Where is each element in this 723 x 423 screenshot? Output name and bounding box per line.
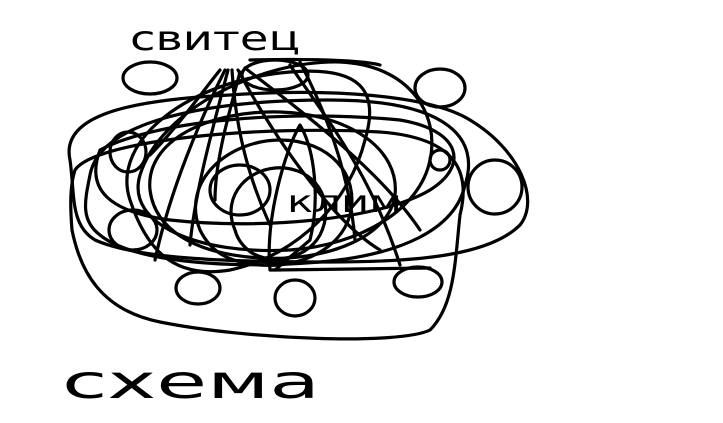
fan-line-2 [188,68,230,247]
node-oval-center-left [208,163,272,217]
bottom-label: схема [62,355,320,409]
outer-loop-4 [94,114,456,226]
fan-line-7 [298,60,357,242]
fan-line-10 [213,70,242,202]
outer-loop-3 [69,128,465,341]
outer-loop-2 [83,98,471,267]
node-oval-right [466,158,524,216]
node-oval-bottom-left [174,270,222,306]
top-label: свитец [130,19,300,59]
scribble-diagram [67,57,530,341]
center-label: клим [287,185,402,220]
inner-loop-5 [267,123,317,272]
node-oval-center-right [428,148,452,172]
node-oval-left [108,130,148,174]
fan-line-5 [243,66,422,232]
node-oval-bottom-middle [273,278,317,318]
node-oval-top-middle [240,58,310,92]
node-oval-top-left [121,60,179,96]
fan-line-1 [153,68,227,262]
fan-line-8 [148,68,222,157]
node-oval-bottom-right [392,265,444,299]
node-oval-left-lower [107,208,159,252]
fan-line-4 [236,68,382,252]
outer-loop-5 [125,69,372,274]
inner-loop-2 [193,138,354,267]
node-oval-top-right [413,67,467,109]
